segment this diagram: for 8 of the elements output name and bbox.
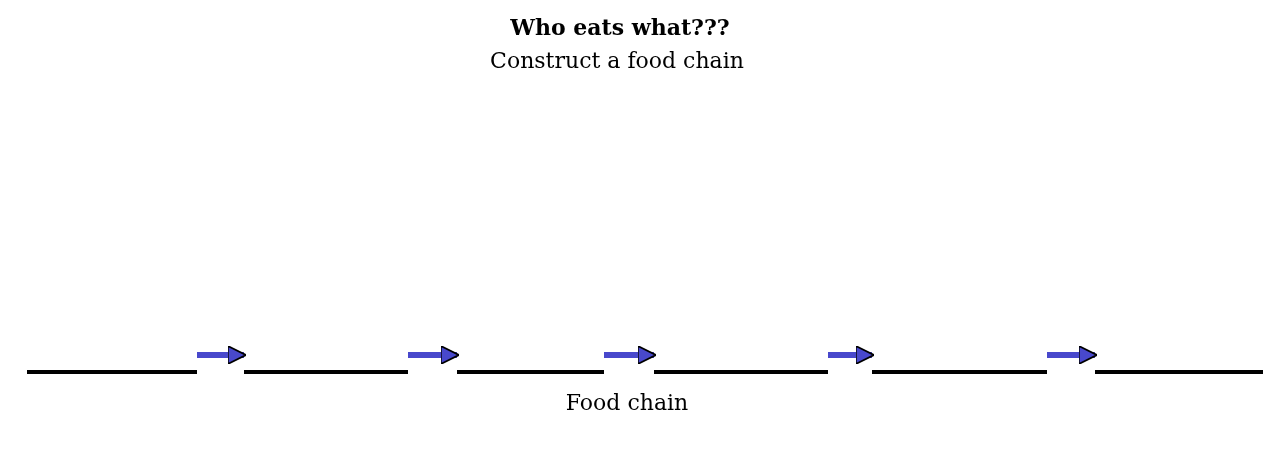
arrow	[408, 345, 460, 365]
arrow	[828, 345, 875, 365]
arrow	[1047, 345, 1098, 365]
arrow	[197, 345, 247, 365]
title: Who eats what???	[510, 14, 730, 40]
arrow	[604, 345, 657, 365]
subtitle: Construct a food chain	[490, 48, 744, 73]
caption: Food chain	[565, 390, 689, 415]
